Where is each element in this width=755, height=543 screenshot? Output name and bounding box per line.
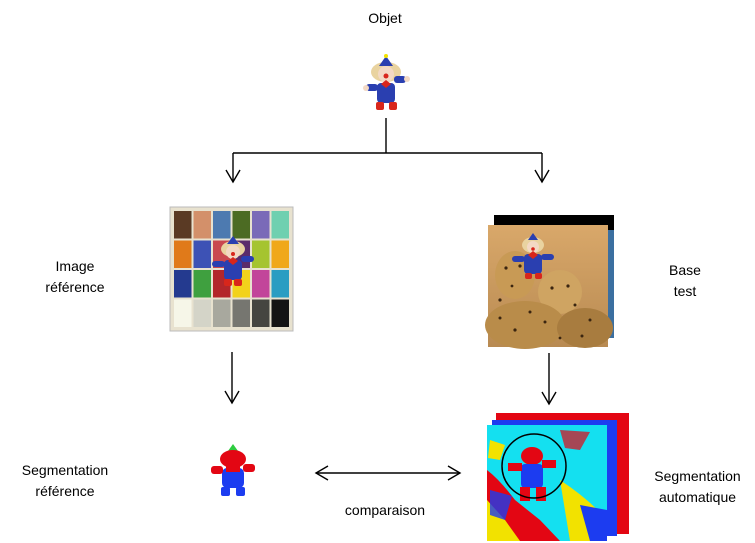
segmentation-automatique-line1: Segmentation <box>654 468 741 484</box>
checker-patch <box>193 240 211 268</box>
label-objet: Objet <box>345 8 425 29</box>
checker-patch <box>213 211 231 239</box>
label-comparaison: comparaison <box>325 500 445 521</box>
checker-patch <box>193 270 211 298</box>
checker-patch <box>252 299 270 327</box>
checker-patch <box>252 211 270 239</box>
base-test-line1: Base <box>669 262 701 278</box>
arrow-base-to-seg-head <box>541 391 557 406</box>
checker-patch <box>193 211 211 239</box>
clown-object-image <box>363 54 410 110</box>
comparaison-text: comparaison <box>344 502 426 518</box>
checker-patch <box>271 270 289 298</box>
label-segmentation-reference: Segmentation référence <box>0 460 130 502</box>
image-reference-line2: référence <box>45 279 105 295</box>
checker-patch <box>271 211 289 239</box>
checker-patch <box>271 240 289 268</box>
segmentation-reference-line2: référence <box>35 483 95 499</box>
checker-patch <box>232 299 250 327</box>
checker-patch <box>174 240 192 268</box>
label-segmentation-automatique: Segmentation automatique <box>640 466 755 508</box>
checker-patch <box>174 270 192 298</box>
arrow-head-left-top <box>225 169 241 184</box>
comparison-arrow-right-head <box>447 465 462 481</box>
checker-patch <box>174 299 192 327</box>
segmentation-reference-line1: Segmentation <box>21 462 109 478</box>
label-image-reference: Image référence <box>20 256 130 298</box>
checker-patch <box>232 211 250 239</box>
arrow-ref-to-seg-head <box>224 390 240 405</box>
connector-lines <box>224 118 557 481</box>
label-base-test: Base test <box>645 260 725 302</box>
base-test-line2: test <box>673 283 697 299</box>
color-checker-grid <box>174 211 289 327</box>
comparison-arrow-left-head <box>314 465 329 481</box>
test-base-images <box>485 215 614 349</box>
checker-patch <box>252 270 270 298</box>
reference-image <box>169 206 294 332</box>
reference-segmentation-image <box>211 444 255 496</box>
detection-circle <box>501 433 567 499</box>
arrow-head-right-top <box>534 169 550 184</box>
checker-patch <box>174 211 192 239</box>
segmentation-automatique-line2: automatique <box>658 489 737 505</box>
clown-on-checker <box>212 236 254 286</box>
image-reference-line1: Image <box>55 258 95 274</box>
checker-patch <box>193 299 211 327</box>
checker-patch <box>252 240 270 268</box>
objet-text: Objet <box>368 10 402 26</box>
checker-patch <box>213 299 231 327</box>
automatic-segmentation-image <box>487 413 629 541</box>
checker-patch <box>271 299 289 327</box>
